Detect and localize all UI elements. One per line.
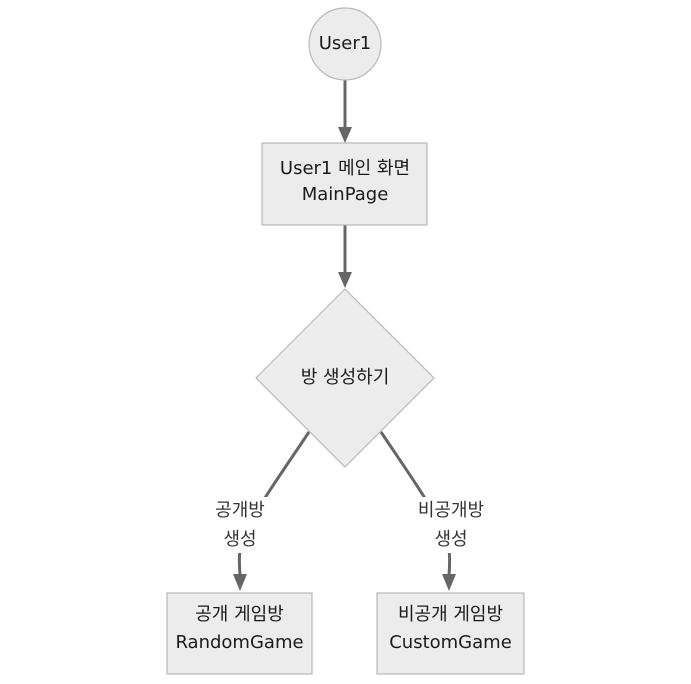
arrowhead-decision-to-custom [442, 574, 456, 591]
edge-label-public-bg [203, 497, 277, 553]
node-random-game: 공개 게임방 RandomGame [166, 592, 313, 675]
edge-label-private-bg [402, 497, 498, 553]
node-user-label: User1 [319, 33, 371, 54]
node-user: User1 [308, 7, 382, 81]
node-decision-diamond [255, 288, 435, 468]
node-random-game-line2: RandomGame [175, 632, 303, 653]
edge-label-private-line1: 비공개방 [418, 500, 484, 521]
edge-label-public-line1: 공개방 [215, 500, 265, 521]
edge-label-public: 공개방 생성 [203, 497, 277, 553]
edge-label-private-line2: 생성 [434, 529, 467, 550]
node-main-page-line2: MainPage [302, 184, 389, 205]
node-custom-game: 비공개 게임방 CustomGame [376, 592, 525, 675]
node-decision-label: 방 생성하기 [301, 367, 390, 388]
node-random-game-box [166, 592, 313, 675]
arrowhead-decision-to-random [233, 574, 247, 591]
arrowhead-user-to-main [338, 127, 352, 143]
node-main-page-box [261, 142, 428, 226]
node-create-room-decision: 방 생성하기 [255, 288, 435, 468]
edge-label-public-line2: 생성 [223, 529, 256, 550]
node-custom-game-line2: CustomGame [389, 632, 512, 653]
node-main-page-line1: User1 메인 화면 [280, 158, 410, 179]
edge-label-private: 비공개방 생성 [402, 497, 498, 553]
arrowhead-main-to-decision [338, 272, 352, 288]
node-main-page: User1 메인 화면 MainPage [261, 142, 428, 226]
node-custom-game-box [376, 592, 525, 675]
node-custom-game-line1: 비공개 게임방 [398, 604, 503, 625]
node-random-game-line1: 공개 게임방 [195, 604, 284, 625]
node-user-circle [308, 7, 382, 81]
